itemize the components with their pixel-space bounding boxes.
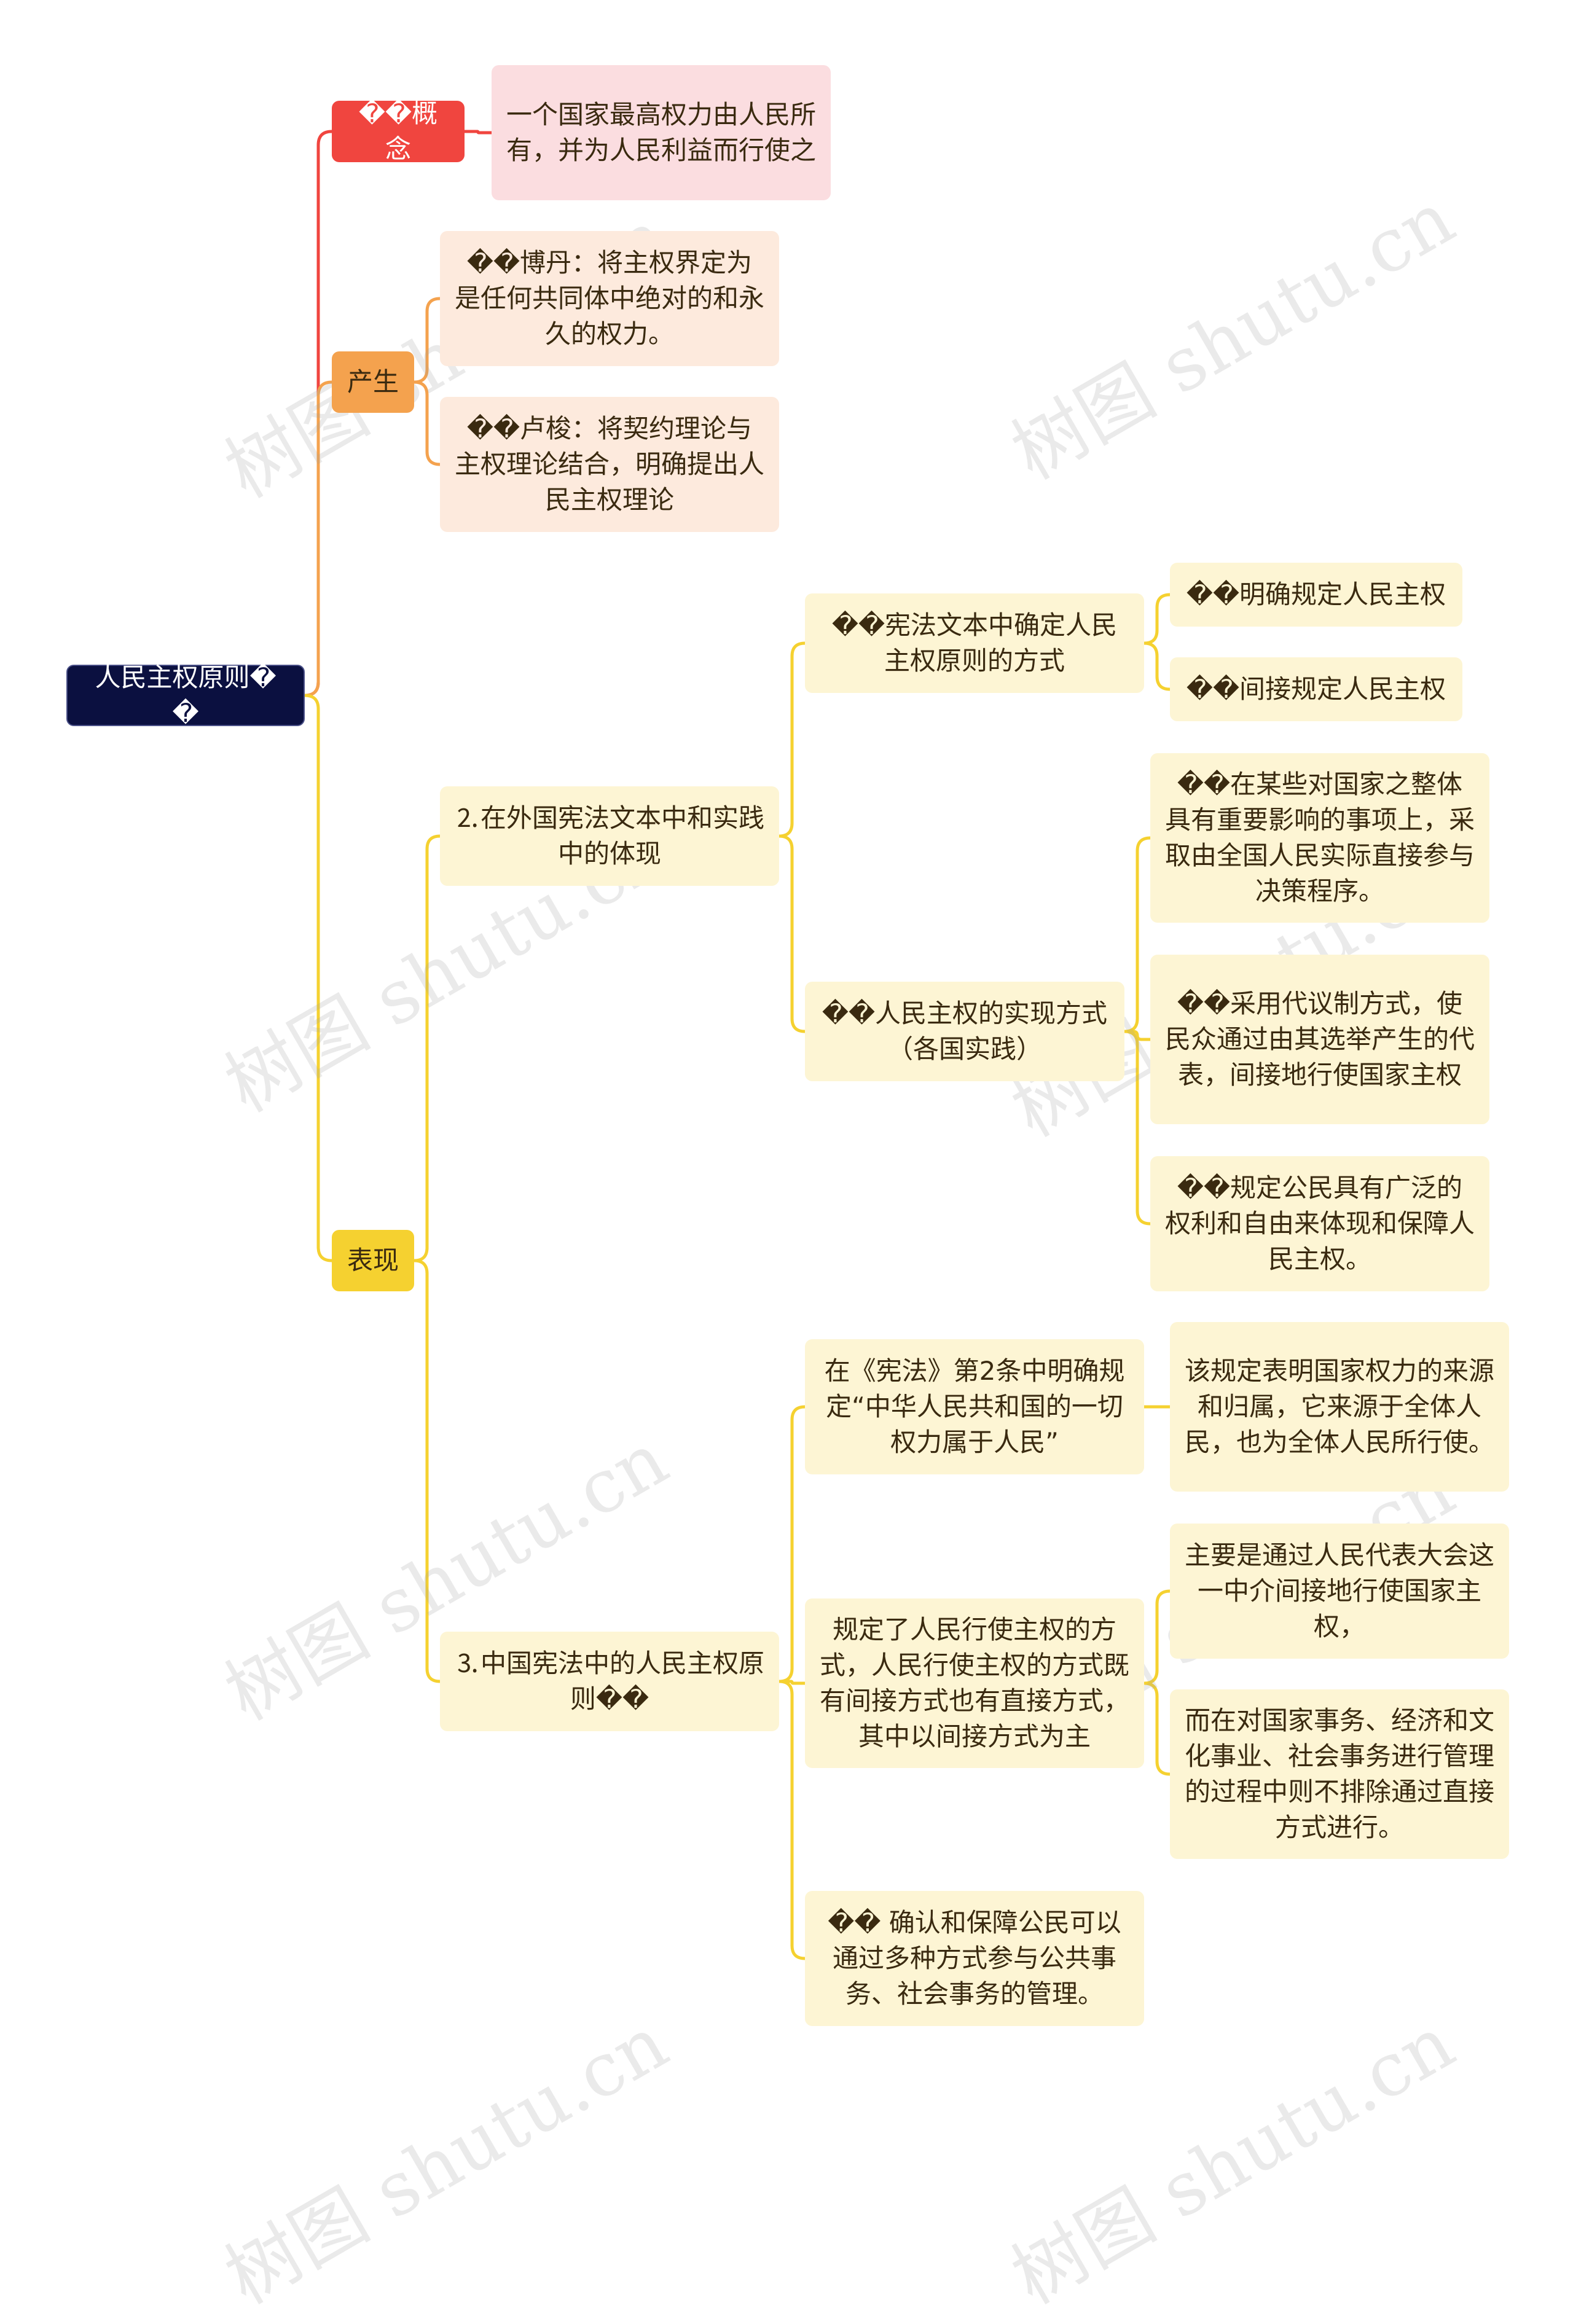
practice-direct[interactable]: ��在某些对国家之整体具有重要影响的事项上，采取由全国人民实际直接参与决策程序。 xyxy=(1150,753,1489,923)
public-participation[interactable]: �� 确认和保障公民可以通过多种方式参与公共事务、社会事务的管理。 xyxy=(805,1891,1144,2026)
ways-indirect[interactable]: 主要是通过人民代表大会这一中介间接地行使国家主权， xyxy=(1170,1524,1509,1659)
article-2[interactable]: 在《宪法》第2条中明确规定“中华人民共和国的一切权力属于人民” xyxy=(805,1339,1144,1474)
ways-direct[interactable]: 而在对国家事务、经济和文化事业、社会事务进行管理的过程中则不排除通过直接方式进行… xyxy=(1170,1689,1509,1859)
connector-china-constitution-to-sovereignty-ways xyxy=(777,1680,807,1685)
branch-manifestation[interactable]: 表现 xyxy=(332,1230,414,1291)
origin-bodin[interactable]: ��博丹：将主权界定为是任何共同体中绝对的和永久的权力。 xyxy=(440,231,779,366)
connector-branch-manifestation-to-foreign-constitutions xyxy=(412,834,442,1262)
connector-foreign-constitutions-to-practice-ways xyxy=(777,834,807,1033)
connector-china-constitution-to-public-participation xyxy=(777,1680,807,1960)
connector-branch-manifestation-to-china-constitution xyxy=(412,1259,442,1683)
origin-rousseau[interactable]: ��卢梭：将契约理论与主权理论结合，明确提出人民主权理论 xyxy=(440,397,779,532)
explicit-provision[interactable]: ��明确规定人民主权 xyxy=(1170,563,1462,627)
text-ways[interactable]: ��宪法文本中确定人民主权原则的方式 xyxy=(805,593,1144,693)
branch-concept[interactable]: ��概念 xyxy=(332,98,465,164)
connector-china-constitution-to-article-2 xyxy=(777,1405,807,1683)
sovereignty-ways[interactable]: 规定了人民行使主权的方式，人民行使主权的方式既有间接方式也有直接方式，其中以间接… xyxy=(805,1598,1144,1768)
connector-sovereignty-ways-to-ways-indirect xyxy=(1142,1589,1172,1685)
foreign-constitutions[interactable]: ⒉在外国宪法文本中和实践中的体现 xyxy=(440,786,779,886)
connector-practice-ways-to-practice-direct xyxy=(1123,836,1152,1033)
branch-origin[interactable]: 产生 xyxy=(332,351,414,413)
mindmap-canvas: 树图 shutu.cn 树图 shutu.cn 树图 shutu.cn 树图 s… xyxy=(66,65,1509,2321)
practice-representative[interactable]: ��采用代议制方式，使民众通过由其选举产生的代表，间接地行使国家主权 xyxy=(1150,955,1489,1124)
connector-text-ways-to-indirect-provision xyxy=(1142,641,1172,691)
practice-rights[interactable]: ��规定公民具有广泛的权利和自由来体现和保障人民主权。 xyxy=(1150,1156,1489,1291)
connector-foreign-constitutions-to-text-ways xyxy=(777,641,807,838)
article-2-meaning[interactable]: 该规定表明国家权力的来源和归属，它来源于全体人民，也为全体人民所行使。 xyxy=(1170,1322,1509,1492)
connector-lines xyxy=(303,130,1172,1960)
connector-root-node-to-branch-manifestation xyxy=(303,694,334,1262)
connector-text-ways-to-explicit-provision xyxy=(1142,593,1172,645)
connector-branch-concept-to-concept-definition xyxy=(463,130,493,135)
concept-definition[interactable]: 一个国家最高权力由人民所有，并为人民利益而行使之 xyxy=(492,65,831,200)
connector-sovereignty-ways-to-ways-direct xyxy=(1142,1681,1172,1776)
practice-ways[interactable]: ��人民主权的实现方式（各国实践） xyxy=(805,982,1124,1081)
connector-branch-origin-to-origin-bodin xyxy=(412,297,442,384)
connector-root-node-to-branch-origin xyxy=(303,380,334,697)
connector-branch-origin-to-origin-rousseau xyxy=(412,380,442,466)
indirect-provision[interactable]: ��间接规定人民主权 xyxy=(1170,657,1462,721)
root-node[interactable]: 人民主权原则�� xyxy=(66,662,305,728)
china-constitution[interactable]: ⒊中国宪法中的人民主权原则�� xyxy=(440,1632,779,1731)
connector-practice-ways-to-practice-representative xyxy=(1123,1030,1152,1041)
connector-practice-ways-to-practice-rights xyxy=(1123,1030,1152,1226)
